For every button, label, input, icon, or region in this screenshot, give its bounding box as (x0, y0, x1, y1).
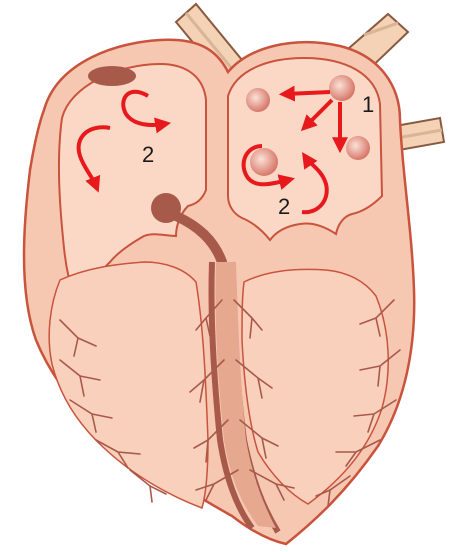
ectopic-focus-spot (346, 136, 370, 160)
label-right-atrium-2: 2 (142, 142, 154, 167)
ectopic-focus-spot (329, 75, 355, 101)
ectopic-focus-spot (250, 148, 278, 176)
right-ventricle (49, 262, 208, 508)
ectopic-focus-spot (246, 88, 270, 112)
label-left-atrium-1: 1 (362, 92, 374, 117)
sinoatrial-node (88, 66, 136, 86)
curved-red-arrow (286, 92, 330, 94)
label-left-atrium-2: 2 (278, 194, 290, 219)
